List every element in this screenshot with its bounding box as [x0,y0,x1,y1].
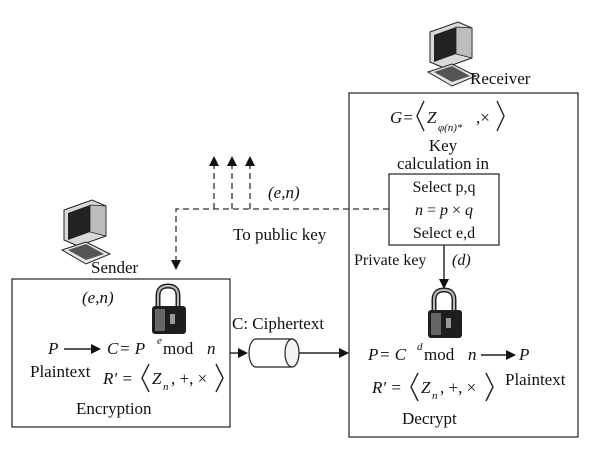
sender-plaintext-label: Plaintext [30,362,91,381]
n-eq-q: q [465,202,473,219]
receiver-ring-lhs: R′ = [371,378,402,397]
key-calc-line2: calculation in [397,154,490,173]
n-eq-mid: = [423,202,440,219]
ciphertext-cylinder-icon [248,338,300,368]
sender-padlock-icon [152,283,186,334]
group-ops: ,× [476,108,490,127]
receiver-padlock-icon [428,287,462,338]
group-subscript: φ(n)* [438,122,463,134]
receiver-ring-z: Z [421,378,431,397]
sender-ring-lhs: R′ = [102,369,133,388]
sender-ring-sub: n [163,381,169,393]
encrypt-formula: C = P e mod n [107,335,216,358]
sender-input-p: P [47,339,58,358]
sender-public-key-pair: (e,n) [82,288,114,307]
group-g-formula: G= Z φ(n)* ,× [390,100,505,134]
group-z: Z [427,108,437,127]
sender-computer-icon [60,199,112,265]
n-eq-p: p [439,202,448,219]
encrypt-mod: mod [163,339,194,358]
decrypt-n: n [468,345,477,364]
encrypt-eq: = P [119,339,145,358]
sender-box [11,278,231,428]
sender-ring-formula: R′ = Z n , +, × [102,363,224,393]
select-pq: Select p,q [412,179,475,196]
encryption-section-label: Encryption [76,399,152,418]
encrypt-lhs: C [107,339,119,358]
encrypt-n: n [207,339,216,358]
sender-ring-z: Z [152,369,162,388]
n-eq-times: × [448,202,465,219]
sender-title: Sender [91,258,139,277]
decrypt-formula: P = C d mod n [367,341,477,364]
receiver-box [348,92,579,438]
decrypt-output-p: P [518,345,529,364]
receiver-ring-ops: , +, × [440,378,476,397]
decrypt-mod: mod [424,345,455,364]
decrypt-eq: = C [379,345,407,364]
receiver-ring-sub: n [432,390,438,402]
receiver-computer-icon [426,21,478,87]
private-key-value: (d) [452,252,471,269]
private-key-label: Private key [354,252,426,269]
receiver-plaintext-label: Plaintext [505,370,566,389]
sender-ring-ops: , +, × [171,369,207,388]
receiver-ring-formula: R′ = Z n , +, × [371,372,494,402]
key-calc-box [388,173,500,246]
n-eq-lhs: n [415,202,423,219]
public-key-dashed-line [171,208,389,270]
ciphertext-label: C: Ciphertext [232,314,324,333]
encrypt-exp: e [157,335,162,347]
channel-public-key-pair: (e,n) [268,183,300,202]
to-public-key-label: To public key [233,225,327,244]
decrypt-section-label: Decrypt [402,409,457,428]
select-ed: Select e,d [413,225,475,242]
group-lhs: G= [390,108,414,127]
n-equation: n = p × q [415,202,473,219]
key-calc-line1: Key [429,136,458,155]
decrypt-lhs: P [367,345,378,364]
receiver-title: Receiver [470,69,531,88]
decrypt-exp: d [417,341,423,353]
